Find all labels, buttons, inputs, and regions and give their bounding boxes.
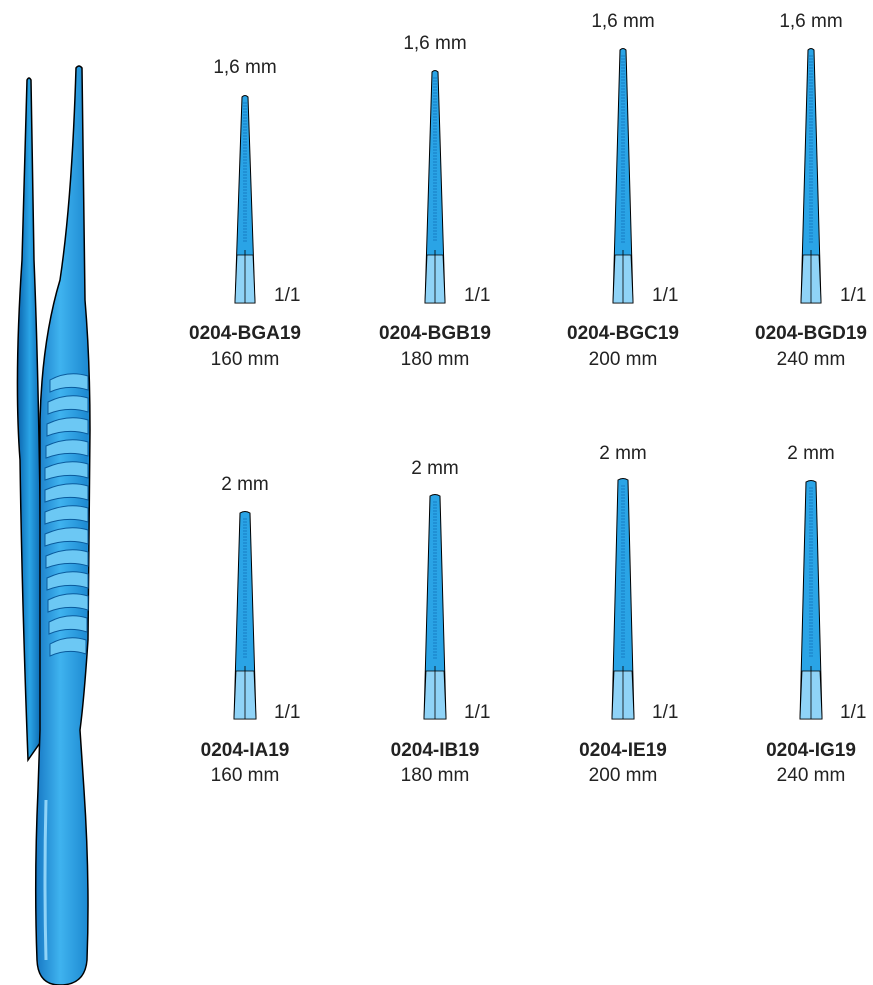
scale-label: 1/1 xyxy=(840,702,867,723)
product-code: 0204-BGA19 xyxy=(189,323,301,344)
tip-width-label: 1,6 mm xyxy=(213,57,277,78)
forceps-tip-icon xyxy=(611,478,635,720)
forceps-tip-icon xyxy=(799,480,823,720)
tip-width-label: 1,6 mm xyxy=(591,11,655,32)
tip-width-label: 1,6 mm xyxy=(403,33,467,54)
scale-label: 1/1 xyxy=(274,285,301,306)
product-length: 240 mm xyxy=(776,349,846,370)
product-length: 160 mm xyxy=(210,765,280,786)
scale-label: 1/1 xyxy=(464,285,491,306)
tip-width-label: 2 mm xyxy=(221,474,269,495)
forceps-tip-icon xyxy=(423,494,447,720)
forceps-tip-icon xyxy=(612,48,634,304)
product-length: 200 mm xyxy=(588,349,658,370)
tip-width-label: 2 mm xyxy=(411,458,459,479)
product-length: 180 mm xyxy=(400,765,470,786)
scale-label: 1/1 xyxy=(464,702,491,723)
product-code: 0204-BGC19 xyxy=(567,323,679,344)
tip-width-label: 2 mm xyxy=(787,443,835,464)
forceps-tip-icon xyxy=(233,511,257,720)
product-code: 0204-IB19 xyxy=(390,740,480,761)
forceps-tip-icon xyxy=(234,95,256,304)
product-code: 0204-BGD19 xyxy=(755,323,867,344)
scale-label: 1/1 xyxy=(274,702,301,723)
product-code: 0204-IA19 xyxy=(200,740,290,761)
product-code: 0204-IE19 xyxy=(579,740,667,761)
dressing-forceps-icon xyxy=(16,65,91,985)
product-length: 160 mm xyxy=(210,349,280,370)
product-length: 240 mm xyxy=(776,765,846,786)
tip-width-label: 1,6 mm xyxy=(779,11,843,32)
product-length: 180 mm xyxy=(400,349,470,370)
forceps-tip-icon xyxy=(424,70,446,304)
forceps-tip-icon xyxy=(800,48,822,304)
product-code: 0204-IG19 xyxy=(766,740,856,761)
scale-label: 1/1 xyxy=(652,702,679,723)
product-code: 0204-BGB19 xyxy=(379,323,491,344)
product-length: 200 mm xyxy=(588,765,658,786)
scale-label: 1/1 xyxy=(840,285,867,306)
tip-width-label: 2 mm xyxy=(599,443,647,464)
scale-label: 1/1 xyxy=(652,285,679,306)
